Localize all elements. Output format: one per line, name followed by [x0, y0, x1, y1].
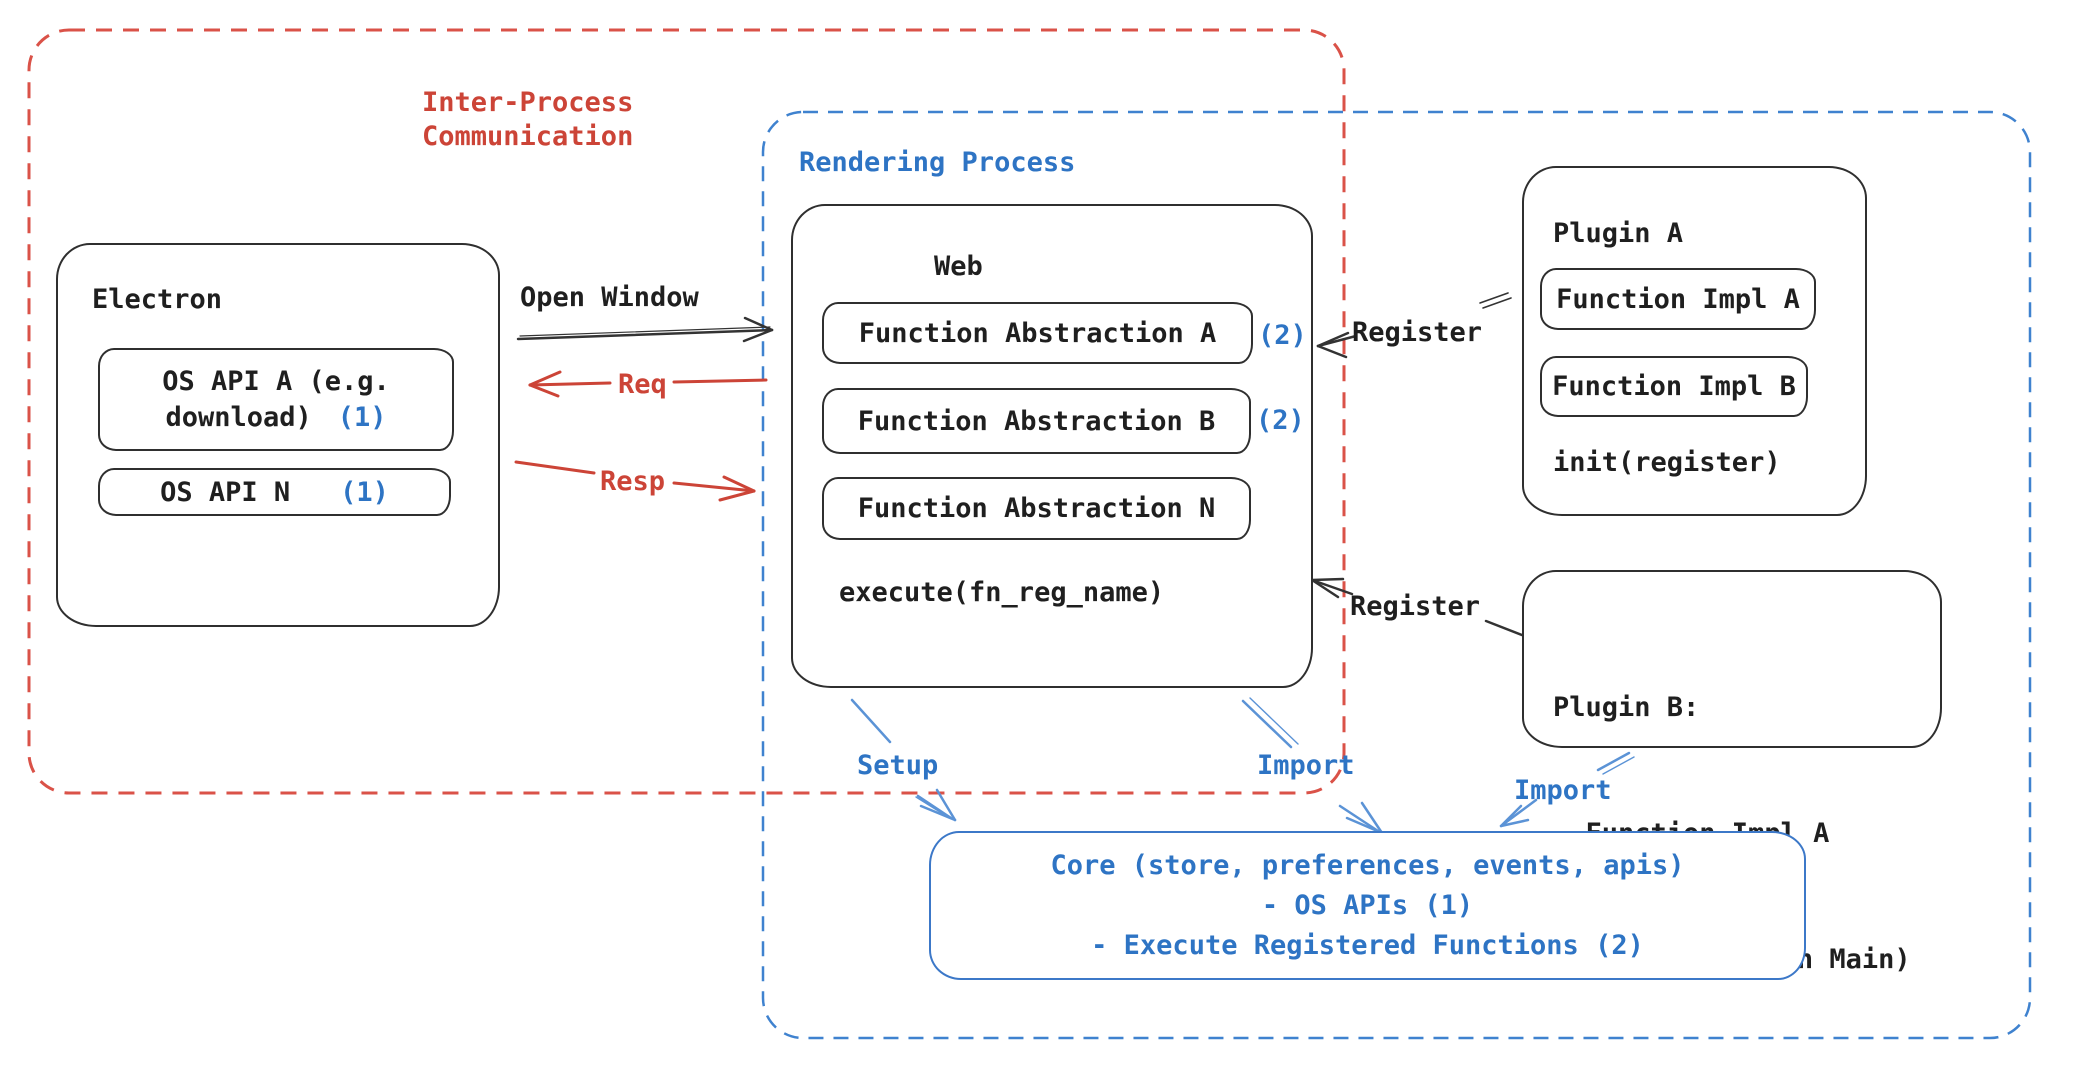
ipc-region-label: Inter-Process Communication	[422, 87, 634, 152]
core-item-2: - Execute Registered Functions (2)	[1091, 929, 1644, 961]
plugin-b-title: Plugin B:	[1553, 692, 1700, 723]
execute-label: execute(fn_reg_name)	[839, 577, 1165, 608]
plugin-a-box	[1522, 166, 1867, 516]
function-abstraction-n-label: Function Abstraction N	[857, 493, 1216, 524]
resp-arrow	[514, 460, 756, 502]
setup-label: Setup	[857, 750, 939, 781]
function-impl-b-box: Function Impl B	[1540, 356, 1808, 417]
import-1-label: Import	[1257, 750, 1355, 781]
open-window-arrow	[516, 316, 774, 343]
os-api-a-badge: (1)	[337, 401, 387, 433]
function-impl-b-label: Function Impl B	[1552, 371, 1796, 402]
core-box: Core (store, preferences, events, apis) …	[929, 831, 1806, 980]
os-api-n-label: OS API N	[160, 476, 291, 508]
resp-label: Resp	[600, 466, 666, 497]
register-1-label: Register	[1352, 317, 1483, 348]
electron-title: Electron	[92, 284, 223, 315]
req-label: Req	[618, 369, 667, 400]
os-api-n-box: OS API N (1)	[98, 468, 451, 516]
setup-arrow	[850, 698, 957, 822]
register-2-arrow	[1310, 577, 1529, 639]
core-item-1: - OS APIs (1)	[1261, 889, 1474, 921]
function-abstraction-a-box: Function Abstraction A	[822, 302, 1253, 364]
function-abstraction-b-label: Function Abstraction B	[857, 405, 1216, 437]
core-title: Core (store, preferences, events, apis)	[1050, 849, 1685, 881]
init-register-label: init(register)	[1553, 447, 1781, 478]
function-abstraction-n-box: Function Abstraction N	[822, 477, 1251, 540]
plugin-a-title: Plugin A	[1553, 218, 1684, 249]
os-api-a-box: OS API A (e.g. download) (1)	[98, 348, 454, 451]
web-title: Web	[934, 251, 983, 282]
function-abstraction-a-badge: (2)	[1258, 320, 1307, 351]
open-window-label: Open Window	[520, 282, 699, 313]
rendering-dashed-region	[761, 110, 2032, 1040]
os-api-a-line1: OS API A (e.g.	[162, 365, 390, 397]
function-impl-a-box: Function Impl A	[1540, 268, 1816, 330]
plugin-b-box	[1522, 570, 1942, 748]
req-arrow	[528, 370, 768, 398]
function-abstraction-b-badge: (2)	[1256, 405, 1305, 436]
os-api-n-badge: (1)	[340, 476, 389, 508]
ipc-dashed-region	[27, 28, 1346, 795]
function-abstraction-b-box: Function Abstraction B	[822, 388, 1251, 454]
function-impl-a-label: Function Impl A	[1556, 283, 1800, 315]
import-2-arrow	[1499, 751, 1635, 828]
register-1-arrow	[1316, 292, 1512, 359]
import-1-arrow	[1241, 697, 1384, 835]
register-2-label: Register	[1350, 591, 1481, 622]
import-2-label: Import	[1514, 775, 1612, 806]
os-api-a-line2: download) (1)	[165, 400, 386, 436]
rendering-region-label: Rendering Process	[799, 147, 1076, 178]
function-abstraction-a-label: Function Abstraction A	[858, 317, 1217, 349]
